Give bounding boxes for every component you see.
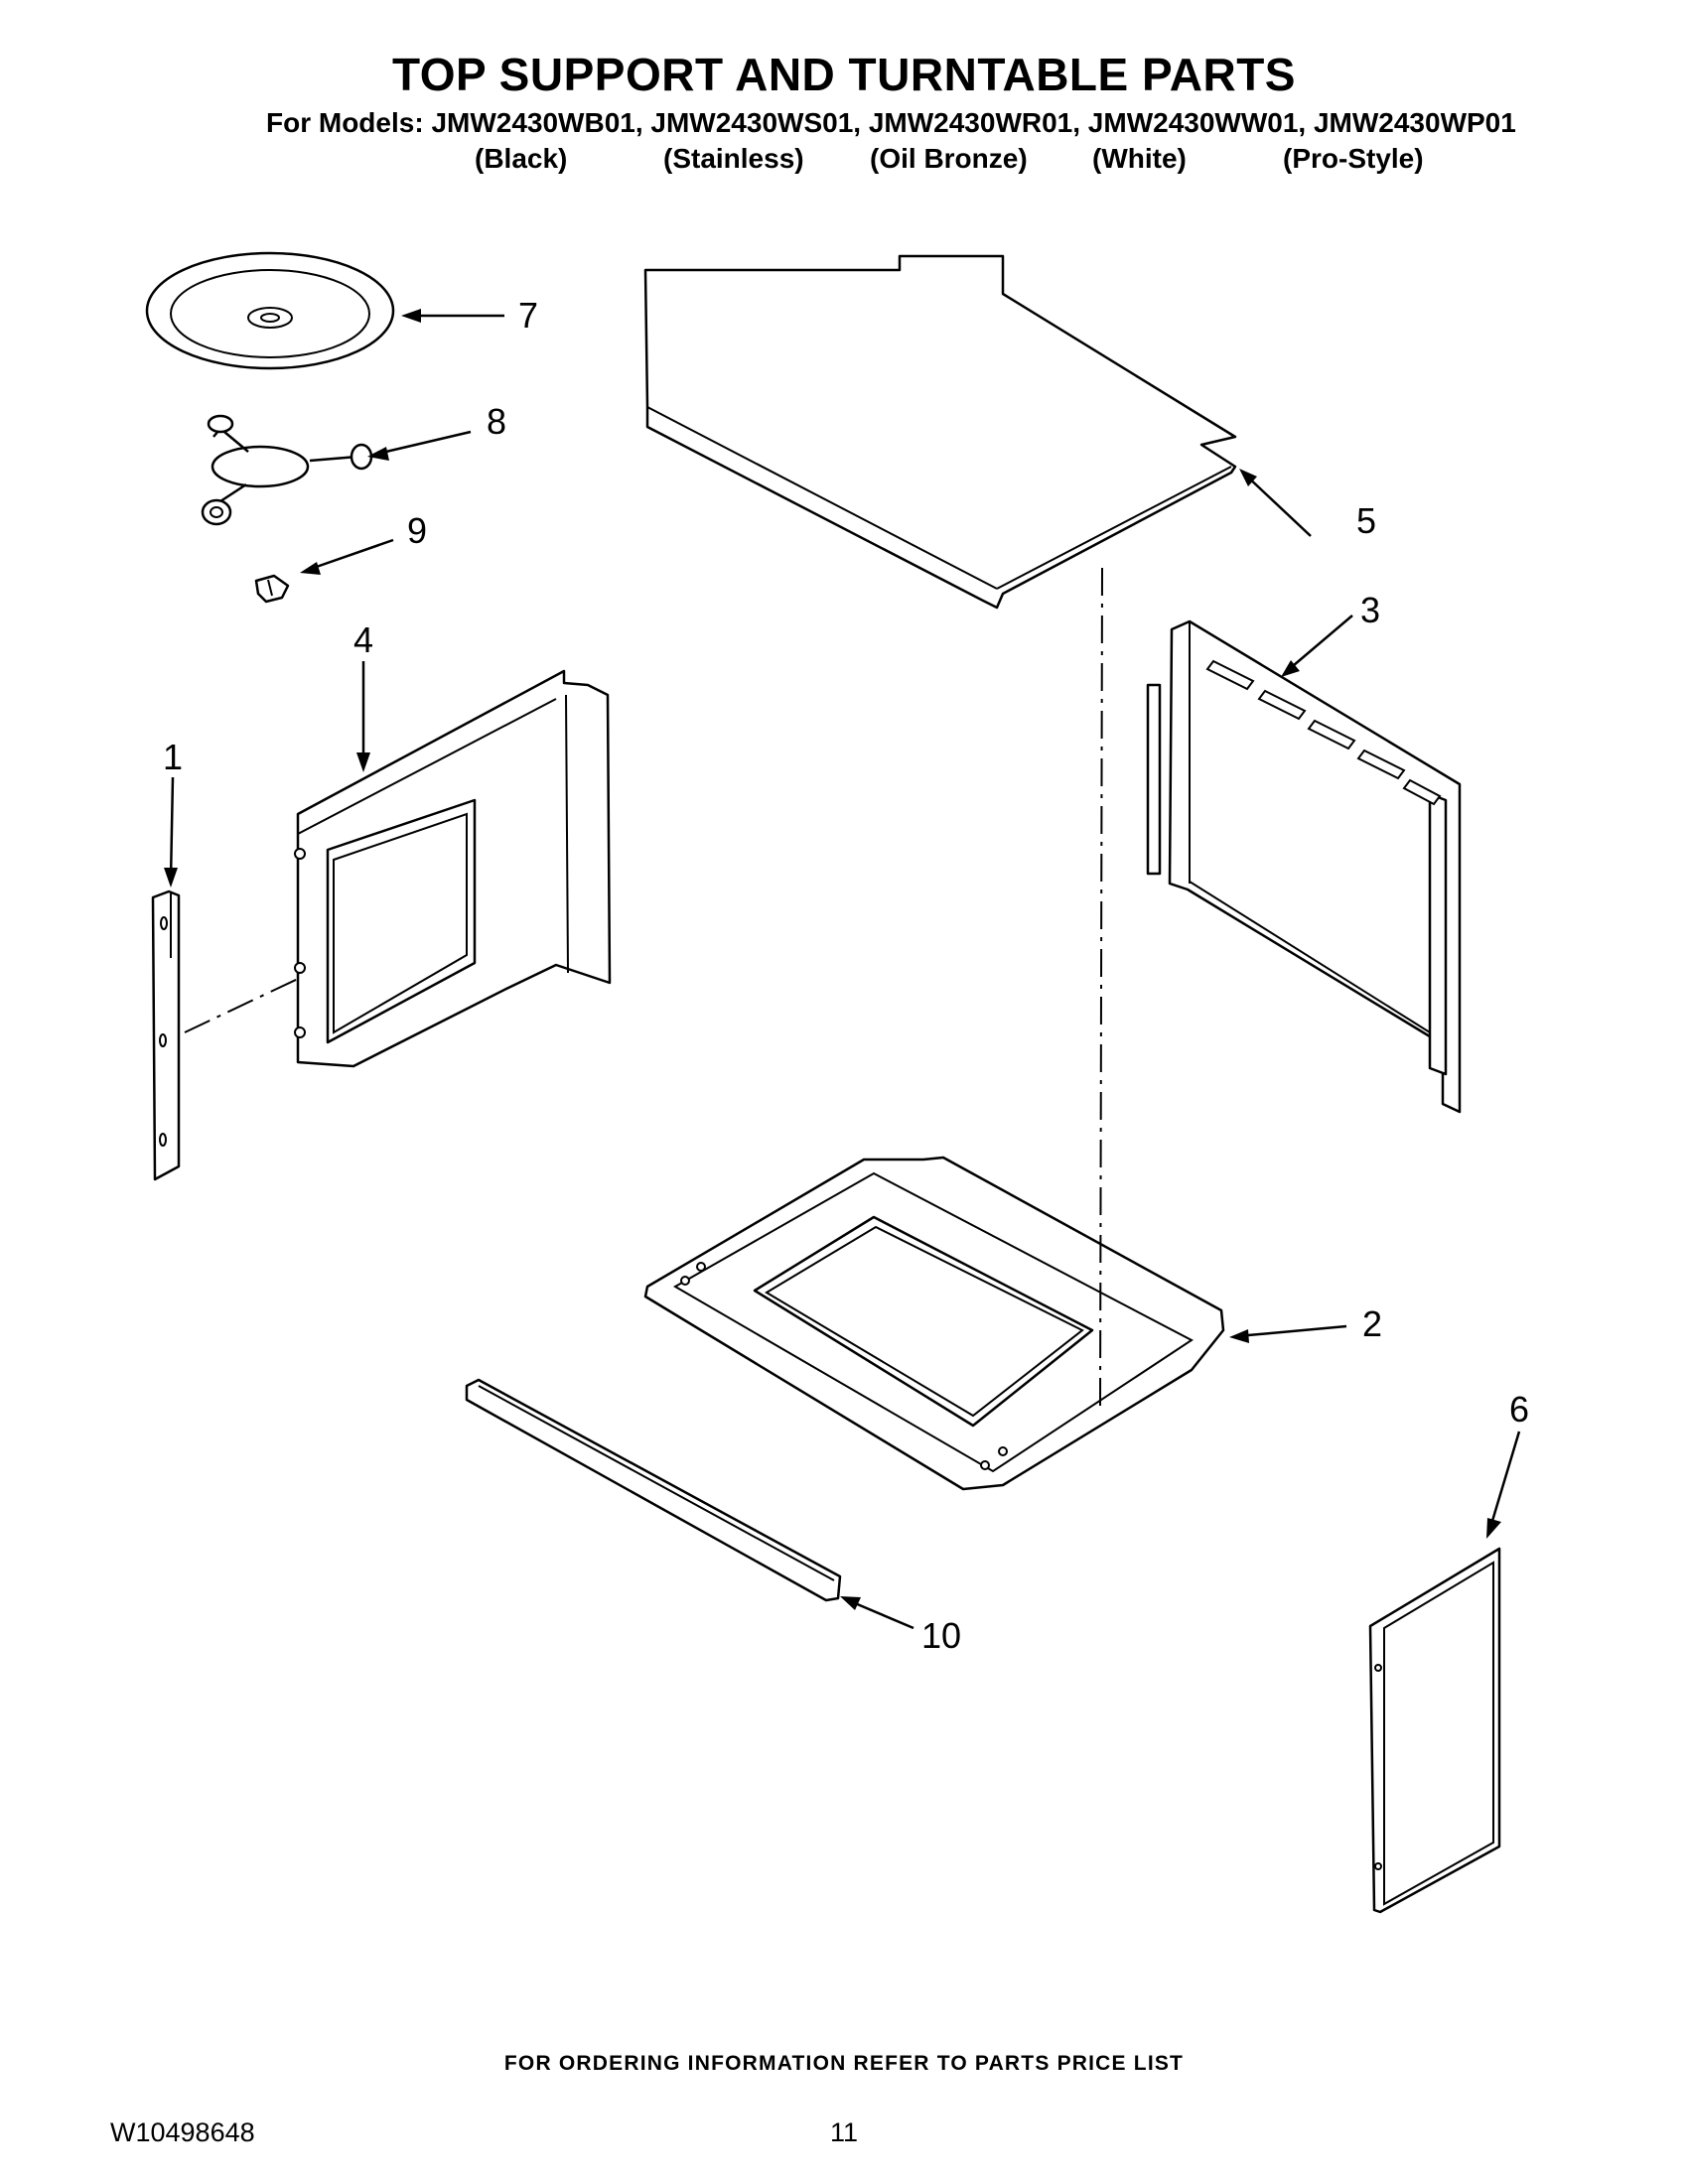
part-3-right-side-panel (1146, 619, 1462, 1114)
part-5-top-support (643, 254, 1237, 610)
alignment-line-vertical (1099, 567, 1103, 1407)
page-title: TOP SUPPORT AND TURNTABLE PARTS (392, 49, 1296, 100)
variant-label-black: (Black) (475, 143, 568, 174)
ordering-note: FOR ORDERING INFORMATION REFER TO PARTS … (503, 2052, 1185, 2075)
callout-4: 4 (353, 619, 373, 660)
callout-9: 9 (407, 510, 427, 551)
alignment-line-bracket (184, 978, 299, 1033)
document-number: W10498648 (110, 2117, 255, 2147)
part-1-bracket (151, 889, 181, 1181)
callout-6: 6 (1509, 1389, 1529, 1430)
part-4-left-side-panel (294, 669, 612, 1068)
callout-7: 7 (518, 295, 538, 336)
part-8-roller-support (201, 414, 373, 526)
variant-label-pro-style: (Pro-Style) (1283, 143, 1424, 174)
leader-lines (164, 309, 1521, 1630)
models-line: For Models: JMW2430WB01, JMW2430WS01, JM… (266, 107, 1516, 138)
part-7-turntable-tray (145, 251, 395, 370)
part-6-side-panel (1368, 1547, 1501, 1914)
callout-5: 5 (1356, 500, 1376, 541)
callout-3: 3 (1360, 590, 1380, 630)
page-number: 11 (830, 2117, 859, 2147)
variant-label-white: (White) (1092, 143, 1187, 174)
part-9-coupler (254, 574, 290, 604)
callout-1: 1 (163, 737, 183, 777)
variant-label-stainless: (Stainless) (663, 143, 804, 174)
callout-2: 2 (1362, 1303, 1382, 1344)
part-10-front-rail (465, 1378, 842, 1602)
part-2-bottom-tray (643, 1156, 1225, 1491)
callout-8: 8 (487, 401, 506, 442)
variant-label-oil-bronze: (Oil Bronze) (870, 143, 1028, 174)
callout-10: 10 (921, 1615, 961, 1656)
